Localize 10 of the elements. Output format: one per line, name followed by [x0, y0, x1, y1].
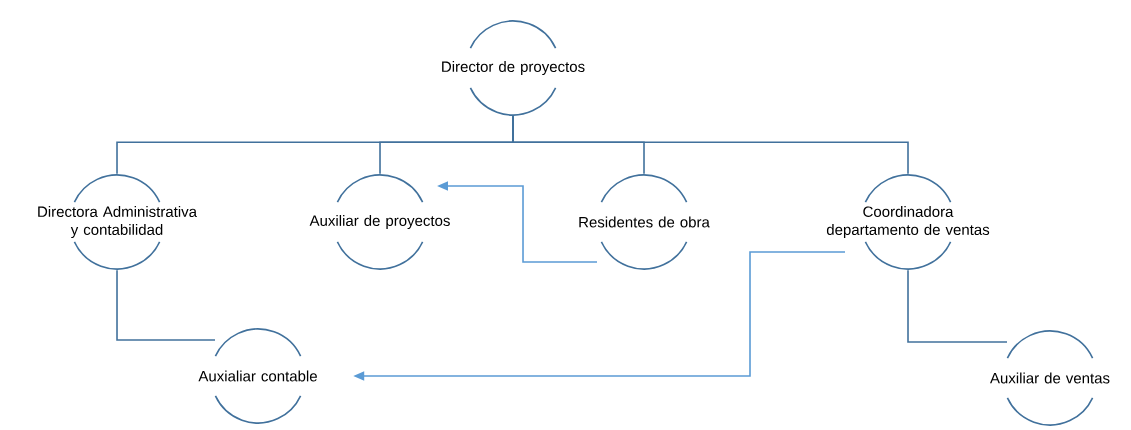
circle-node: Auxialiar contable: [198, 328, 317, 424]
circle-node: Auxiliar de proyectos: [309, 174, 450, 270]
connector-line: [116, 269, 216, 341]
connector-line: [907, 269, 1008, 343]
circle-node: Directora Administrativa y contabilidad: [38, 174, 197, 270]
circle-node: Residentes de obra: [579, 174, 710, 270]
circle-node: Coordinadora departamento de ventas: [826, 174, 990, 270]
connector-line: [512, 115, 909, 175]
circle-node: Director de proyectos: [442, 20, 585, 116]
circle-node: Auxiliar de ventas: [990, 330, 1110, 426]
